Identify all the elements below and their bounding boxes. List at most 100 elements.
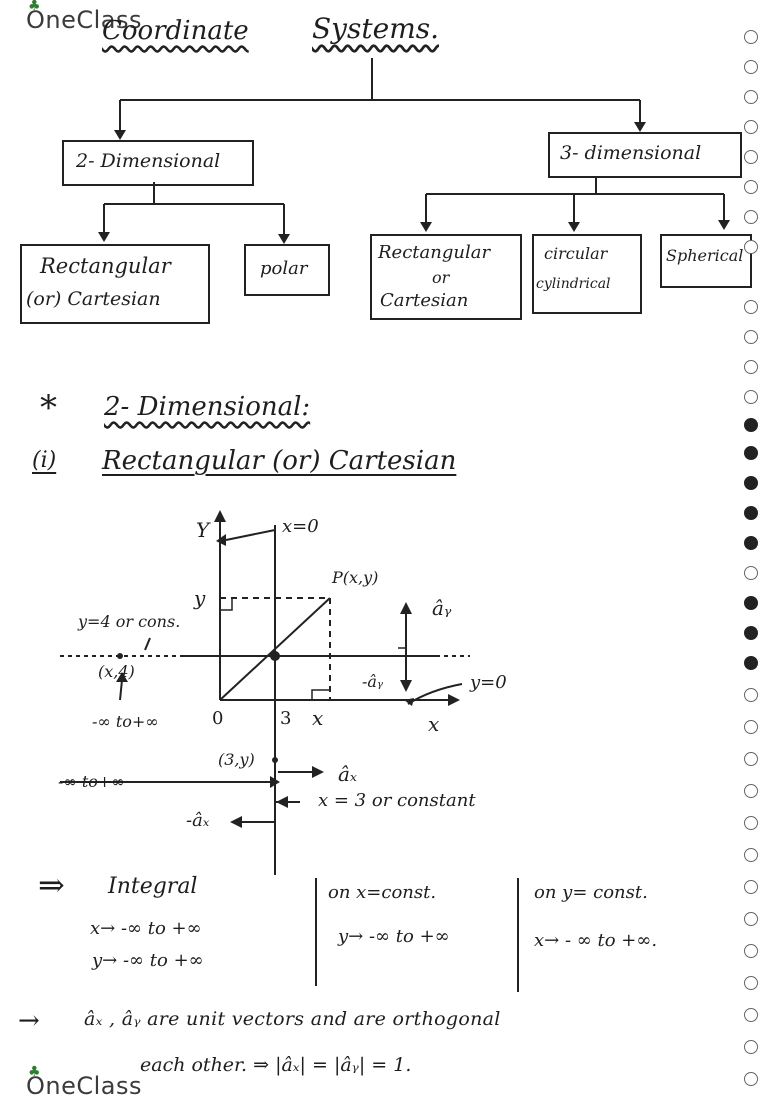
label-or-3d: or xyxy=(432,268,450,287)
graph-ay-label: âᵧ xyxy=(432,596,452,620)
margin-hole xyxy=(744,120,758,134)
logo-text: OneClass xyxy=(26,1072,143,1100)
margin-hole xyxy=(744,784,758,798)
margin-hole xyxy=(744,210,758,224)
margin-hole xyxy=(744,816,758,830)
margin-hole xyxy=(744,944,758,958)
range-pointer xyxy=(119,679,123,701)
diagonal-line xyxy=(219,597,331,701)
graph-neg-ax-label: -âₓ xyxy=(186,810,210,831)
margin-hole xyxy=(744,360,758,374)
label-polar: polar xyxy=(260,258,308,279)
label-or-cartesian-2d: (or) Cartesian xyxy=(26,288,161,310)
margin-hole xyxy=(744,330,758,344)
graph-tick-3: 3 xyxy=(280,708,292,729)
label-cylindrical: cylindrical xyxy=(536,276,611,292)
margin-hole xyxy=(744,300,758,314)
graph-y0-label: y=0 xyxy=(470,672,507,693)
point-3y-dot xyxy=(272,757,278,763)
box-rectangular-3d: Rectangular or Cartesian xyxy=(370,234,522,320)
margin-hole xyxy=(744,418,758,432)
margin-hole xyxy=(744,976,758,990)
integral-row-x: x→ -∞ to +∞ xyxy=(90,918,202,939)
graph-x-axis-label: x xyxy=(428,712,440,736)
margin-hole xyxy=(744,150,758,164)
logo-text: OneClass xyxy=(26,6,143,34)
graph-y-tick-label: y xyxy=(194,586,206,610)
margin-hole xyxy=(744,390,758,404)
graph-y-axis-label: Y xyxy=(196,518,210,542)
point-x4-dot xyxy=(117,653,123,659)
integral-col2-row: y→ -∞ to +∞ xyxy=(338,926,450,947)
margin-hole xyxy=(744,1008,758,1022)
integral-title: Integral xyxy=(108,874,198,899)
box-3-dimensional: 3- dimensional xyxy=(548,132,742,178)
graph-neg-ay-label: -âᵧ xyxy=(362,672,383,691)
x0-pointer xyxy=(225,529,276,541)
graph-point-3y: (3,y) xyxy=(218,750,255,769)
margin-hole xyxy=(744,848,758,862)
label-spherical: Spherical xyxy=(666,246,744,265)
label-circular: circular xyxy=(544,244,608,263)
graph-point-p: P(x,y) xyxy=(332,568,379,587)
integral-col3-row: x→ - ∞ to +∞. xyxy=(534,930,658,951)
margin-hole xyxy=(744,60,758,74)
margin-hole xyxy=(744,476,758,490)
margin-hole xyxy=(744,566,758,580)
leaf-icon: ♣ xyxy=(28,1064,42,1080)
label-3-dimensional: 3- dimensional xyxy=(560,142,702,164)
margin-hole xyxy=(744,90,758,104)
graph-y4-label: y=4 or cons. xyxy=(78,612,181,631)
box-rectangular-2d: Rectangular (or) Cartesian xyxy=(20,244,210,324)
note-line-1: âₓ , âᵧ are unit vectors and are orthogo… xyxy=(84,1008,501,1030)
integral-col3-head: on y= const. xyxy=(534,882,648,903)
margin-hole xyxy=(744,506,758,520)
graph-range-bottom: -∞ to+∞ xyxy=(58,772,125,791)
margin-hole xyxy=(744,1072,758,1086)
margin-hole xyxy=(744,656,758,670)
margin-hole xyxy=(744,596,758,610)
title-systems: Systems. xyxy=(312,12,440,45)
box-2-dimensional: 2- Dimensional xyxy=(62,140,254,186)
ax-arrowhead xyxy=(312,766,324,778)
margin-hole xyxy=(744,240,758,254)
heading-2-dimensional: 2- Dimensional: xyxy=(104,392,311,422)
margin-hole xyxy=(744,688,758,702)
margin-hole xyxy=(744,626,758,640)
intersection-point xyxy=(270,651,280,661)
neg-ay-arrowhead xyxy=(400,680,412,692)
label-rectangular-2d: Rectangular xyxy=(40,254,171,278)
integral-row-y: y→ -∞ to +∞ xyxy=(92,950,204,971)
leaf-icon: ♣ xyxy=(28,0,42,14)
sub-heading-rect-cartesian: Rectangular (or) Cartesian xyxy=(102,446,457,476)
neg-ax-arrowhead xyxy=(230,816,242,828)
margin-hole xyxy=(744,446,758,460)
star-bullet: * xyxy=(40,388,57,428)
x3-arrowhead xyxy=(276,796,288,808)
graph-point-x4: (x,4) xyxy=(98,662,135,681)
graph-x3-label: x = 3 or constant xyxy=(318,790,476,811)
oneclass-logo-bottom: ♣ OneClass xyxy=(26,1064,143,1100)
label-cartesian-3d: Cartesian xyxy=(380,290,469,311)
y-axis-arrow xyxy=(214,510,226,522)
margin-hole xyxy=(744,536,758,550)
margin-hole xyxy=(744,720,758,734)
label-2-dimensional: 2- Dimensional xyxy=(76,150,221,172)
sub-index: (i) xyxy=(32,448,57,473)
integral-col2-head: on x=const. xyxy=(328,882,437,903)
note-arrow: → xyxy=(18,1006,40,1036)
oneclass-logo-top: ♣ OneClass xyxy=(26,0,143,34)
margin-hole xyxy=(744,30,758,44)
label-rectangular-3d: Rectangular xyxy=(378,242,491,263)
graph-x0-label: x=0 xyxy=(282,516,319,537)
margin-hole xyxy=(744,1040,758,1054)
graph-range-left: -∞ to+∞ xyxy=(92,712,159,731)
box-spherical: Spherical xyxy=(660,234,752,288)
title-coordinate: Coordinate xyxy=(102,16,249,46)
margin-hole xyxy=(744,880,758,894)
box-circular-cylindrical: circular cylindrical xyxy=(532,234,642,314)
